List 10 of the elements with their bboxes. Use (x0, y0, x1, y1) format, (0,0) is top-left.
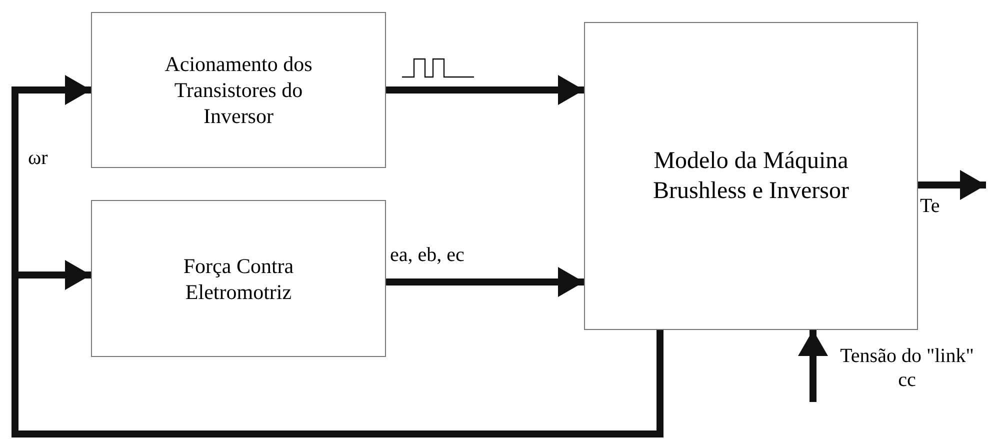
arrow (918, 170, 986, 200)
box-label: Acionamento dos Transistores do Inversor (164, 51, 314, 129)
process-box (91, 12, 386, 168)
arrow (386, 267, 584, 297)
arrow (386, 75, 584, 105)
arrow (798, 330, 828, 402)
process-box (91, 200, 386, 357)
process-box (584, 22, 918, 330)
box-label: Modelo da Máquina Brushless e Inversor (652, 147, 850, 206)
box-label: Força Contra Eletromotriz (182, 252, 295, 304)
